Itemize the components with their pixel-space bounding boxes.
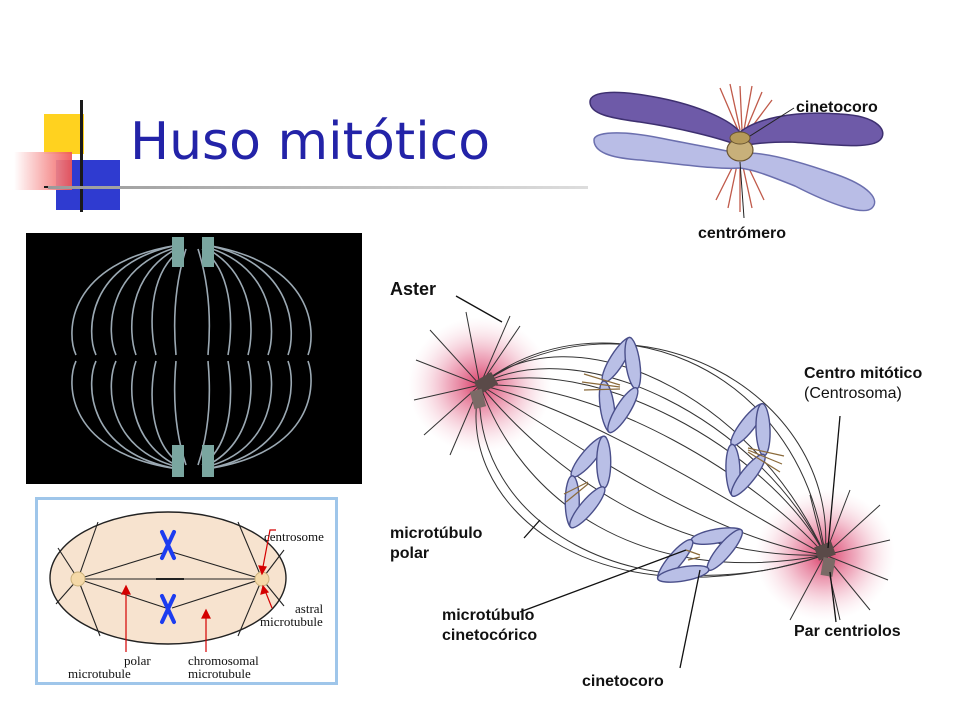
spindle-chromosomes	[564, 336, 771, 583]
label-cinetocoro-top: cinetocoro	[796, 99, 878, 116]
schematic-label-centrosome: centrosome	[264, 529, 324, 544]
kinetochore-tufts	[563, 373, 785, 561]
spindle-diagram: Aster Centro mitótico (Centrosoma) micro…	[370, 250, 950, 700]
aster-rays	[413, 311, 891, 621]
kinetochore-disc	[729, 131, 751, 145]
chromatid-upper	[589, 91, 884, 147]
schematic-label-polar-1: polar	[124, 653, 151, 668]
spindle-photo-drawing	[71, 237, 312, 477]
spindle-diagram-drawing	[408, 295, 895, 669]
centromere-leader	[739, 161, 745, 219]
deco-red-square	[14, 152, 72, 190]
label-aster: Aster	[390, 279, 437, 299]
centriole-right-2	[820, 557, 836, 577]
label-microtubulo-cinetocorico-1: microtúbulo	[442, 607, 535, 624]
schematic-figure: centrosome astral microtubule polar micr…	[35, 497, 338, 685]
schematic-label-chromosomal-1: chromosomal	[188, 653, 259, 668]
schematic-label-astral-2: microtubule	[260, 614, 323, 629]
schematic-arrows	[121, 529, 276, 652]
schematic-microtubules	[55, 521, 285, 637]
label-microtubulo-polar-1: microtúbulo	[390, 525, 483, 542]
centriole-right-1	[814, 541, 836, 561]
schematic-label-chromosomal-2: microtubule	[188, 666, 251, 681]
label-centromero: centrómero	[698, 225, 787, 242]
spindle-photo-poles	[172, 237, 214, 477]
kinetochore-leader	[749, 107, 795, 137]
label-microtubulo-cinetocorico-2: cinetocórico	[442, 627, 538, 644]
deco-yellow-square	[44, 114, 84, 154]
spindle-fibres	[475, 342, 827, 578]
schematic-centrosome-left	[70, 571, 86, 587]
schematic-drawing	[49, 511, 287, 652]
schematic-label-polar-2: microtubule	[68, 666, 131, 681]
spindle-photo	[26, 233, 362, 484]
label-leaders	[455, 295, 841, 669]
spindle-photo-fibres	[71, 244, 312, 470]
label-par-centriolos: Par centriolos	[794, 623, 901, 640]
label-microtubulo-polar-2: polar	[390, 545, 430, 562]
page-title: Huso mitótico	[130, 112, 491, 172]
title-underline	[48, 186, 588, 189]
centriole-left-2	[469, 388, 487, 410]
label-cinetocoro-bottom: cinetocoro	[582, 673, 664, 690]
schematic-label-astral-1: astral	[295, 601, 324, 616]
chromosome-figure: cinetocoro centrómero	[580, 80, 940, 250]
label-centro-mitotico-1: Centro mitótico	[804, 365, 923, 382]
label-centro-mitotico-2: (Centrosoma)	[804, 385, 902, 402]
deco-vertical-line	[80, 100, 83, 212]
centriole-left-1	[473, 371, 499, 395]
chromatid-lower	[593, 132, 876, 212]
chromosome-drawing	[589, 83, 884, 219]
schematic-chromosomes	[160, 530, 176, 624]
slide-decoration	[10, 100, 130, 212]
